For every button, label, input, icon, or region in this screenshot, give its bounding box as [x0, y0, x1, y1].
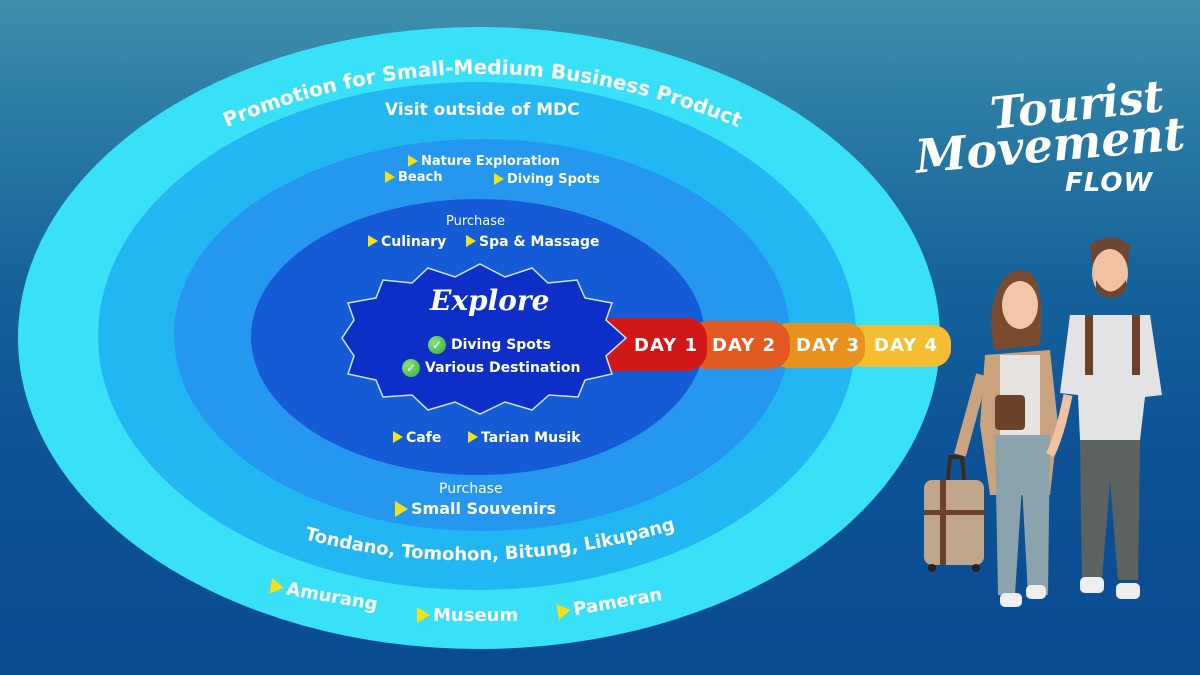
item-diving-spots-top: Diving Spots [494, 172, 600, 187]
item-culinary: Culinary [368, 234, 446, 250]
arrow-icon [408, 154, 418, 167]
visit-outside-label: Visit outside of MDC [385, 100, 580, 120]
check-circle-icon: ✓ [428, 336, 446, 354]
tourist-couple-illustration [924, 237, 1162, 607]
explore-item-diving-spots: ✓Diving Spots [428, 336, 551, 354]
day-2-band [688, 321, 790, 369]
arrow-icon [417, 607, 430, 623]
day-3-label: DAY 3 [796, 334, 860, 356]
purchase-label-third: Purchase [439, 481, 503, 497]
arrow-icon [393, 431, 403, 443]
arrow-icon [466, 235, 476, 247]
explore-item-various-destination: ✓Various Destination [402, 359, 580, 377]
item-beach: Beach [385, 170, 442, 185]
item-tarian-musik: Tarian Musik [468, 430, 581, 446]
arrow-icon [395, 500, 408, 517]
arrow-icon [556, 602, 572, 621]
purchase-label-inner: Purchase [446, 214, 506, 229]
suitcase-icon [924, 455, 984, 572]
item-small-souvenirs: Small Souvenirs [395, 499, 556, 518]
man-figure [1045, 237, 1162, 599]
check-circle-icon: ✓ [402, 359, 420, 377]
arrow-icon [494, 172, 504, 185]
item-museum: Museum [417, 605, 518, 626]
day-1-label: DAY 1 [634, 334, 698, 356]
day-4-label: DAY 4 [874, 334, 938, 356]
explore-title: Explore [430, 284, 550, 317]
item-spa-massage: Spa & Massage [466, 234, 600, 250]
item-cafe: Cafe [393, 430, 441, 446]
title-flow: FLOW [1065, 168, 1154, 198]
woman-figure [954, 270, 1058, 607]
arrow-icon [385, 170, 395, 183]
arrow-icon [468, 431, 478, 443]
day-3-band [770, 323, 865, 368]
arrow-icon [269, 577, 286, 596]
day-4-band [845, 325, 951, 367]
arrow-icon [368, 235, 378, 247]
day-2-label: DAY 2 [712, 334, 776, 356]
item-nature-exploration: Nature Exploration [408, 154, 560, 169]
